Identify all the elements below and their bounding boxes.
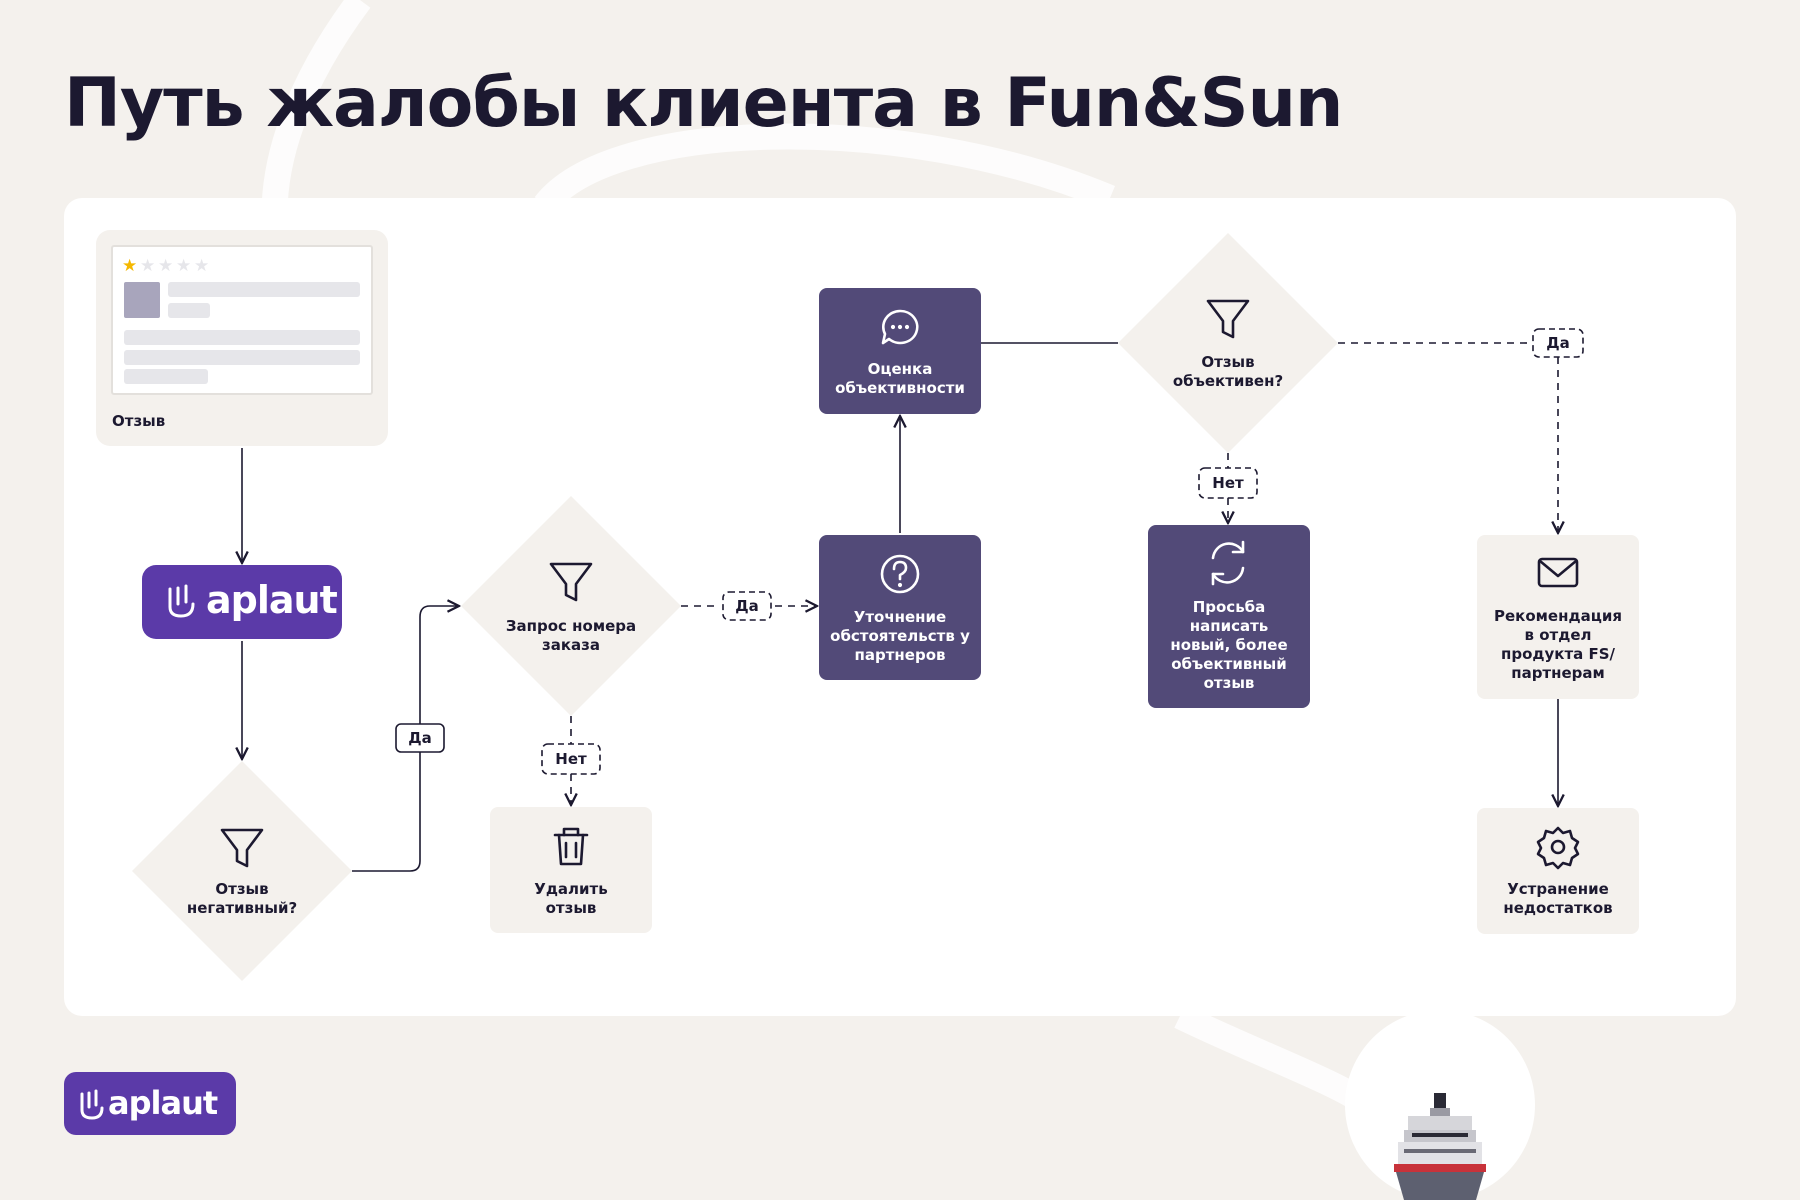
edge-label-frame-no-1 xyxy=(541,743,601,775)
node-assess-label: Оценка объективности xyxy=(835,360,965,397)
box-assess xyxy=(819,288,981,414)
question-icon xyxy=(880,554,920,594)
node-recommend-label: Рекомендация в отдел продукта FS/ партне… xyxy=(1494,607,1622,682)
mail-icon xyxy=(1537,557,1579,588)
svg-text:★: ★ xyxy=(158,256,173,276)
diamond-order xyxy=(461,496,681,716)
node-order-label: Запрос номера заказа xyxy=(505,617,637,654)
box-clarify xyxy=(819,535,981,680)
edge-label-yes-2: Да xyxy=(735,597,759,615)
box-fix xyxy=(1477,808,1639,934)
funnel-icon xyxy=(1206,299,1250,339)
aplaut-logo-center xyxy=(142,565,342,639)
edge-label-yes-1: Да xyxy=(408,729,432,747)
edge-label-no-2: Нет xyxy=(1212,474,1244,492)
avatar xyxy=(124,282,160,318)
chat-icon xyxy=(881,309,919,345)
review-node: ★ ★ ★ ★ ★ xyxy=(96,230,388,446)
box-ask-new xyxy=(1148,525,1310,708)
edge-label-frame-yes-1 xyxy=(395,723,445,753)
box-recommend xyxy=(1477,535,1639,699)
diamond-objective xyxy=(1118,233,1338,453)
node-clarify-label: Уточнение обстоятельств у партнеров xyxy=(830,608,970,664)
edge-label-frame-no-2 xyxy=(1198,467,1258,499)
aplaut-wordmark-footer: aplaut xyxy=(108,1084,218,1122)
node-delete-label: Удалить отзыв xyxy=(534,880,608,917)
funnel-icon xyxy=(220,828,264,868)
svg-text:★: ★ xyxy=(140,256,155,276)
trash-icon xyxy=(553,827,589,866)
edge-label-frame-yes-2 xyxy=(722,591,772,621)
node-objective-label: Отзыв объективен? xyxy=(1172,353,1284,390)
page-title: Путь жалобы клиента в Fun&Sun xyxy=(64,64,1343,143)
gear-icon xyxy=(1536,826,1580,870)
node-ask-new-label: Просьба написать новый, более объективны… xyxy=(1170,598,1288,692)
diamond-negative xyxy=(132,761,352,981)
star-filled: ★ xyxy=(122,256,137,276)
svg-text:★: ★ xyxy=(176,256,191,276)
svg-text:★: ★ xyxy=(194,256,209,276)
review-label: Отзыв xyxy=(112,412,166,430)
node-negative-label: Отзыв негативный? xyxy=(186,880,298,917)
edge-label-no-1: Нет xyxy=(555,750,587,768)
edge-label-yes-3: Да xyxy=(1546,334,1570,352)
box-delete xyxy=(490,807,652,933)
ship-icon xyxy=(1394,1093,1486,1200)
funnel-icon xyxy=(549,562,593,602)
aplaut-wordmark-center: aplaut xyxy=(206,578,338,622)
rating-stars: ★ ★ ★ ★ ★ xyxy=(122,256,209,276)
edge-label-frame-yes-3 xyxy=(1532,328,1584,358)
node-fix-label: Устранение недостатков xyxy=(1503,880,1613,917)
refresh-icon xyxy=(1211,540,1245,586)
